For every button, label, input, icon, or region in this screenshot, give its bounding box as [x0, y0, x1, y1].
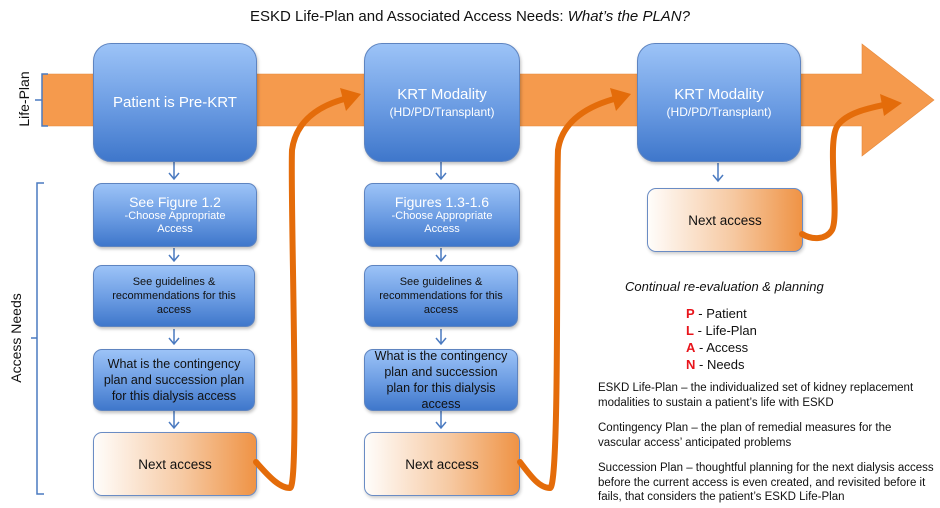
plan-letter: L	[686, 323, 694, 338]
access-needs-label: Access Needs	[8, 293, 24, 383]
access-needs-bracket	[31, 182, 44, 495]
life-plan-bracket	[35, 73, 48, 127]
next-access-label: Next access	[688, 212, 762, 228]
step-title: Figures 1.3-1.6	[394, 194, 490, 210]
step-subtitle: -Choose Appropriate Access	[391, 210, 493, 235]
step-subtitle: -Choose Appropriate Access	[124, 210, 226, 235]
plan-meaning: - Needs	[695, 357, 745, 372]
step-text: What is the contingency plan and success…	[374, 349, 508, 411]
stage-title: Patient is Pre-KRT	[113, 94, 237, 111]
column-2-connectors	[435, 161, 447, 430]
next-access-label: Next access	[138, 456, 212, 472]
definition-contingency-plan: Contingency Plan – the plan of remedial …	[598, 422, 892, 449]
step-choose-access: Figures 1.3-1.6 -Choose Appropriate Acce…	[364, 183, 520, 247]
life-plan-label: Life-Plan	[16, 71, 32, 127]
stage-subtitle: (HD/PD/Transplant)	[666, 105, 772, 119]
step-title: See Figure 1.2	[129, 194, 221, 210]
stage-box-krt-modality: KRT Modality (HD/PD/Transplant)	[364, 43, 520, 162]
plan-meaning: - Access	[695, 340, 749, 355]
plan-item-a: A - Access	[686, 339, 757, 356]
stage-box-pre-krt: Patient is Pre-KRT	[93, 43, 257, 162]
step-contingency: What is the contingency plan and success…	[364, 349, 518, 411]
step-contingency: What is the contingency plan and success…	[93, 349, 255, 411]
step-text: See guidelines & recommendations for thi…	[379, 276, 503, 316]
plan-meaning: - Life-Plan	[693, 323, 757, 338]
column-1-connectors	[168, 161, 180, 430]
step-choose-access: See Figure 1.2 -Choose Appropriate Acces…	[93, 183, 257, 247]
step-guidelines: See guidelines & recommendations for thi…	[364, 265, 518, 327]
plan-letter: A	[686, 340, 696, 355]
diagram-title: ESKD Life-Plan and Associated Access Nee…	[0, 8, 940, 25]
definition-eskd-life-plan: ESKD Life-Plan – the individualized set …	[598, 382, 914, 409]
plan-meaning: - Patient	[694, 306, 747, 321]
step-guidelines: See guidelines & recommendations for thi…	[93, 265, 255, 327]
plan-item-p: P - Patient	[686, 305, 757, 322]
column-3-connectors	[712, 163, 724, 183]
plan-letter: P	[686, 306, 695, 321]
definition-succession-plan: Succession Plan – thoughtful planning fo…	[598, 462, 934, 503]
stage-subtitle: (HD/PD/Transplant)	[389, 105, 495, 119]
plan-letter: N	[686, 357, 696, 372]
plan-item-n: N - Needs	[686, 356, 757, 373]
title-emphasis: What’s the PLAN?	[567, 8, 690, 25]
plan-item-l: L - Life-Plan	[686, 322, 757, 339]
next-access-box: Next access	[647, 188, 803, 252]
stage-title: KRT Modality	[674, 86, 764, 103]
step-text: What is the contingency plan and success…	[103, 357, 245, 403]
next-access-box: Next access	[93, 432, 257, 496]
next-access-label: Next access	[405, 456, 479, 472]
stage-box-krt-modality: KRT Modality (HD/PD/Transplant)	[637, 43, 801, 162]
reevaluation-heading: Continual re-evaluation & planning	[625, 279, 824, 294]
stage-title: KRT Modality	[397, 86, 487, 103]
next-access-box: Next access	[364, 432, 520, 496]
plan-acronym-list: P - Patient L - Life-Plan A - Access N -…	[686, 305, 757, 373]
title-main: ESKD Life-Plan and Associated Access Nee…	[250, 8, 568, 25]
step-text: See guidelines & recommendations for thi…	[112, 276, 236, 316]
